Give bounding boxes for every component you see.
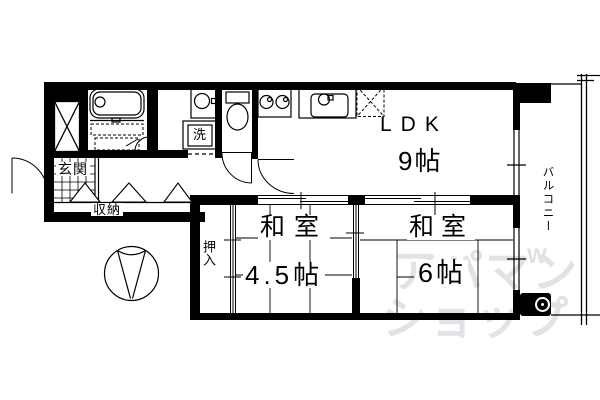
bathroom-door: [125, 136, 150, 152]
label-laundry: 洗: [193, 127, 207, 142]
toilet-door: [221, 152, 252, 184]
ldk-entry-door: [257, 159, 295, 194]
bathtub: [89, 88, 145, 123]
watermark-logo: W: [527, 245, 549, 268]
window-ldk: [507, 130, 526, 200]
room-label-ldk: LDK: [380, 113, 448, 136]
compass-north-symbol: [103, 245, 160, 302]
oshiire-fusuma: [224, 205, 241, 313]
sliding-doors-ldk-washitsu45: [258, 192, 348, 209]
kitchen-sink: [298, 86, 357, 119]
balcony-railing: [551, 74, 600, 325]
folding-door-marks: [68, 182, 194, 203]
room-size-washitsu-small: 4.5帖: [243, 260, 326, 290]
sliding-doors-ldk-washitsu6: [365, 192, 470, 218]
water-heater-unit: [520, 293, 551, 316]
label-oshiire-closet: 押入: [201, 240, 216, 266]
stove-burners: [257, 87, 292, 118]
washitsu-divider-fusuma: [346, 205, 364, 278]
toilet: [225, 91, 250, 131]
bathroom-floor-marks: [90, 123, 144, 151]
window-washitsu6: [507, 228, 526, 290]
room-size-ldk: 9帖: [398, 146, 443, 176]
label-storage: 収納: [91, 202, 124, 217]
label-balcony: バルコニー: [541, 166, 554, 234]
entrance-door: [11, 157, 48, 194]
walls: [44, 82, 551, 320]
label-genkan-entrance: 玄関: [56, 161, 90, 177]
room-size-washitsu-large: 6帖: [416, 258, 469, 288]
refrigerator-space: [356, 86, 385, 117]
elevator-shaft-symbol: [53, 100, 81, 153]
washing-machine-pan: [182, 120, 217, 150]
washbasin: [190, 87, 218, 119]
room-label-washitsu-small: 和室: [258, 213, 331, 241]
room-label-washitsu-large: 和室: [407, 213, 476, 241]
